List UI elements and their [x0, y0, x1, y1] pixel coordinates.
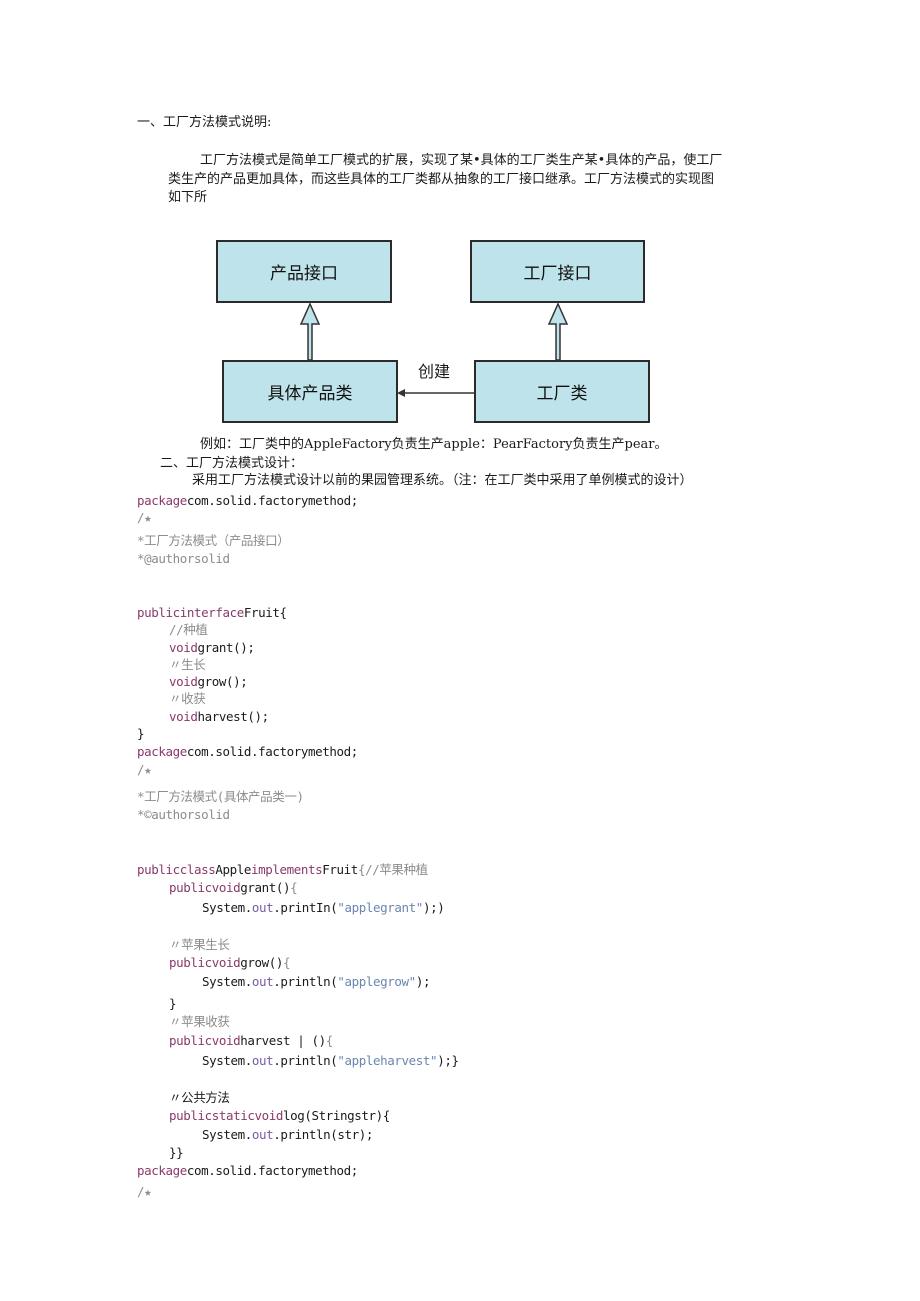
code-apple-class-decl: publicclassAppleimplementsFruit{//苹果种植 — [137, 862, 428, 877]
code-grant-decl: voidgrant(); — [169, 640, 255, 655]
code-comment-author-2: *©authorsolid — [137, 807, 230, 822]
code-comment-harvest: 〃收获 — [169, 691, 206, 706]
code-harvest-decl: voidharvest(); — [169, 709, 269, 724]
code-comment-apple-harvest: 〃苹果收获 — [169, 1014, 230, 1029]
product-interface-box: 产品接口 — [216, 240, 392, 303]
section-1-paragraph-line-2: 类生产的产品更加具体，而这些具体的工厂类都从抽象的工厂接口继承。工厂方法模式的实… — [168, 172, 715, 187]
code-comment-author-1: *@authorsolid — [137, 551, 230, 566]
code-print-harvest: System.out.println("appleharvest");} — [202, 1053, 459, 1068]
code-package-line-1: packagecom.solid.factorymethod; — [137, 493, 358, 508]
code-comment-open-2: /★ — [137, 762, 152, 777]
code-print-grant: System.out.printIn("applegrant");) — [202, 900, 445, 915]
code-close-brace-2: } — [169, 996, 177, 1011]
section-1-paragraph-line-3: 如下所 — [168, 190, 208, 205]
section-1-paragraph-line-1: 工厂方法模式是简单工厂模式的扩展，实现了某•具体的工厂类生产某•具体的产品，使工… — [200, 153, 723, 168]
code-fruit-interface-decl: publicinterfaceFruit{ — [137, 605, 287, 620]
code-comment-apple-grow: 〃苹果生长 — [169, 937, 230, 952]
create-arrow — [397, 389, 476, 397]
code-comment-open-1: /★ — [137, 510, 152, 525]
inheritance-arrow-left — [299, 302, 321, 361]
code-harvest-method: publicvoidharvest | (){ — [169, 1033, 333, 1048]
concrete-product-box: 具体产品类 — [222, 360, 398, 423]
code-comment-open-3: /★ — [137, 1184, 152, 1199]
section-1-heading: 一、工厂方法模式说明: — [137, 115, 272, 130]
code-double-close: }} — [169, 1145, 184, 1160]
code-package-line-3: packagecom.solid.factorymethod; — [137, 1163, 358, 1178]
example-line: 例如：工厂类中的AppleFactory负责生产apple：PearFactor… — [200, 437, 668, 452]
code-grow-decl: voidgrow(); — [169, 674, 248, 689]
factory-interface-box: 工厂接口 — [470, 240, 645, 303]
create-label: 创建 — [418, 362, 451, 381]
code-print-str: System.out.println(str); — [202, 1127, 374, 1142]
inheritance-arrow-right — [547, 302, 569, 361]
code-grant-method: publicvoidgrant(){ — [169, 880, 298, 895]
code-comment-plant: //种植 — [169, 622, 208, 637]
code-comment-grow: 〃生长 — [169, 657, 206, 672]
code-print-grow: System.out.println("applegrow"); — [202, 974, 431, 989]
code-comment-title-1: *工厂方法模式（产品接口） — [137, 533, 290, 548]
diagram-arrows — [299, 302, 569, 361]
code-grow-method: publicvoidgrow(){ — [169, 955, 291, 970]
section-2-heading: 二、工厂方法模式设计： — [160, 456, 304, 471]
factory-class-box: 工厂类 — [474, 360, 650, 423]
code-comment-title-2: *工厂方法模式(具体产品类一) — [137, 789, 304, 804]
code-log-method: publicstaticvoidlog(Stringstr){ — [169, 1108, 390, 1123]
section-2-description: 采用工厂方法模式设计以前的果园管理系统。（注：在工厂类中采用了单例模式的设计） — [192, 473, 693, 488]
code-close-brace-1: } — [137, 726, 145, 741]
code-comment-public-method: 〃公共方法 — [169, 1090, 230, 1105]
code-package-line-2: packagecom.solid.factorymethod; — [137, 744, 358, 759]
